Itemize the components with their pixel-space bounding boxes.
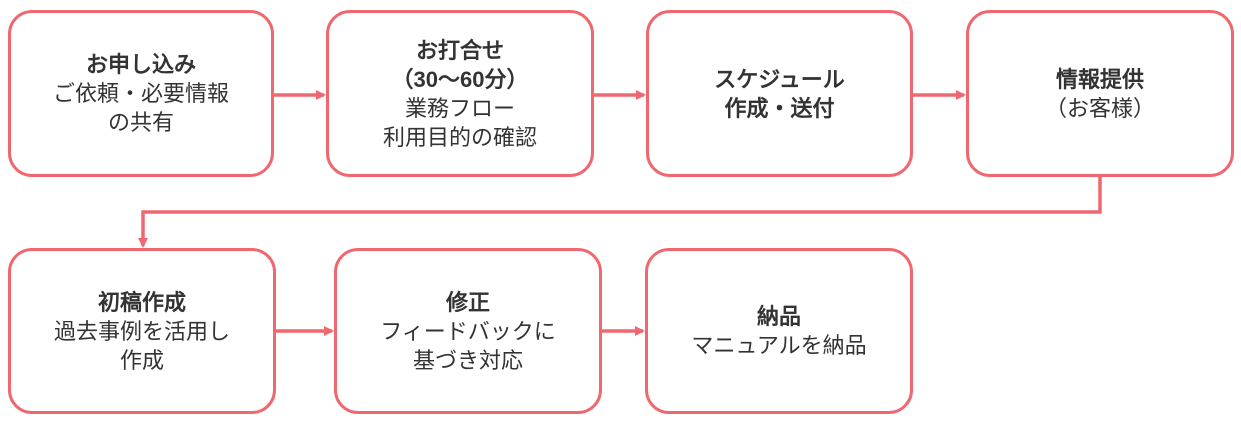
- step-revision: 修正 フィードバックに 基づき対応: [334, 248, 602, 414]
- step-text: 作成: [119, 347, 164, 373]
- step-text: 基づき対応: [412, 347, 523, 373]
- step-text: （お客様）: [1044, 95, 1155, 121]
- step-title: スケジュール: [714, 66, 845, 92]
- step-title: 納品: [756, 304, 801, 329]
- step-delivery: 納品 マニュアルを納品: [645, 248, 913, 414]
- step-title-sub: 作成・送付: [724, 95, 835, 121]
- step-text: 過去事例を活用し: [53, 318, 230, 344]
- step-text: の共有: [107, 110, 174, 135]
- step-text: マニュアルを納品: [691, 333, 867, 358]
- step-meeting: お打合せ （30〜60分） 業務フロー 利用目的の確認: [326, 10, 594, 177]
- step-schedule: スケジュール 作成・送付: [646, 10, 913, 177]
- step-first-draft: 初稿作成 過去事例を活用し 作成: [8, 248, 276, 414]
- step-title: お申し込み: [85, 52, 196, 77]
- step-title: 初稿作成: [97, 289, 186, 315]
- step-text: 業務フロー: [404, 95, 515, 121]
- arrow-4-5: [138, 177, 1102, 248]
- step-information: 情報提供 （お客様）: [966, 10, 1234, 177]
- step-application: お申し込み ご依頼・必要情報 の共有: [8, 10, 274, 177]
- step-text: 利用目的の確認: [382, 124, 537, 150]
- step-title: お打合せ: [415, 37, 504, 63]
- step-text: ご依頼・必要情報: [52, 81, 229, 106]
- step-text: フィードバックに: [380, 318, 556, 344]
- step-title-sub: （30〜60分）: [391, 66, 529, 92]
- step-title: 情報提供: [1055, 66, 1144, 92]
- step-title: 修正: [445, 289, 490, 315]
